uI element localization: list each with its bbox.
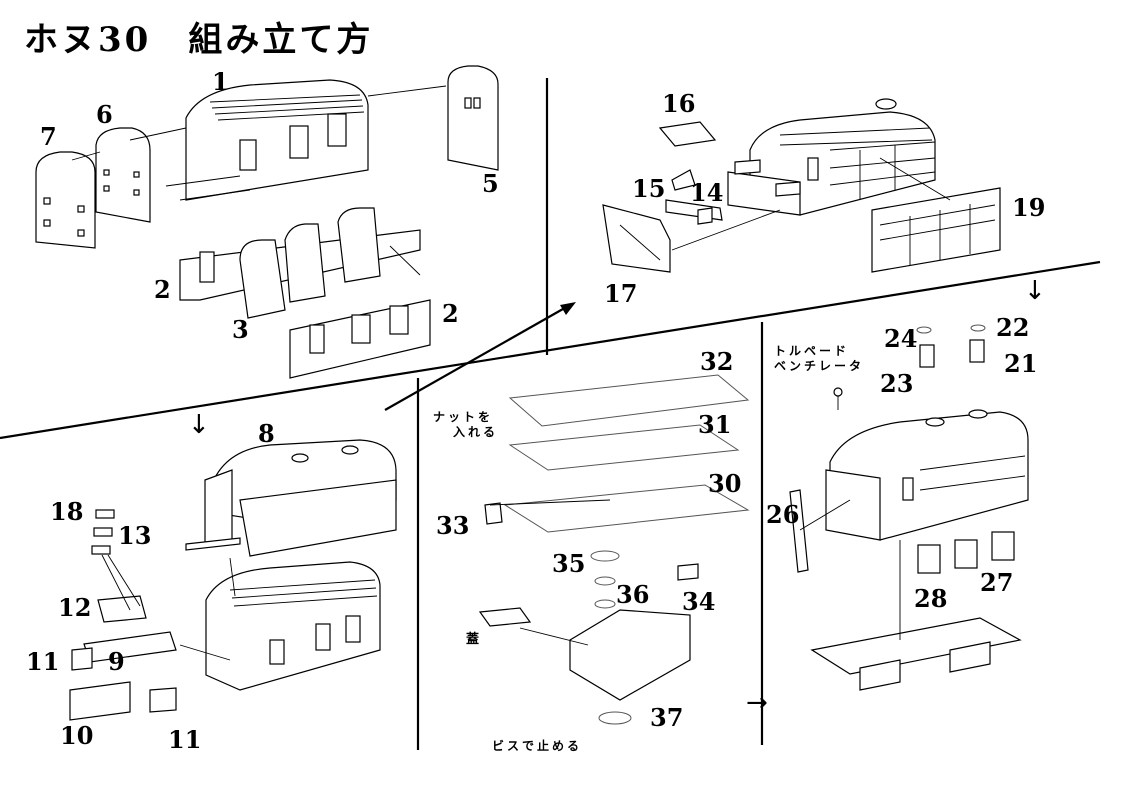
panel-1-body-parts	[35, 65, 499, 379]
label-10: 10	[60, 721, 94, 750]
label-30: 30	[708, 469, 742, 498]
underframe	[810, 617, 1022, 675]
note-torpedo-line-1: トルペード	[774, 344, 850, 358]
label-9: 9	[108, 647, 125, 676]
label-16: 16	[662, 89, 696, 118]
note-nut-line-1: ナットを	[433, 410, 494, 424]
label-23: 23	[880, 369, 914, 398]
torpedo-vent	[833, 387, 843, 397]
label-12: 12	[58, 593, 92, 622]
label-5: 5	[482, 169, 499, 198]
label-2-right: 2	[442, 299, 459, 328]
note-torpedo-ventilator: トルペード ベンチレータ	[774, 344, 864, 374]
arrow-head-diagonal	[560, 302, 576, 315]
part-3-window-c	[337, 207, 381, 283]
part-1-body-shell	[185, 79, 369, 201]
part-31-frame	[508, 424, 740, 471]
part-14	[697, 207, 713, 225]
part-32-floor	[508, 374, 750, 427]
label-11-left: 11	[26, 647, 60, 676]
panel-5-final	[789, 324, 1029, 691]
part-12	[97, 595, 147, 623]
part-10	[69, 681, 131, 721]
lid-plate	[478, 607, 532, 627]
label-8: 8	[258, 419, 275, 448]
label-14: 14	[690, 178, 724, 207]
label-32: 32	[700, 347, 734, 376]
note-lid: 蓋	[466, 632, 483, 647]
part-17-cab	[602, 204, 671, 273]
part-16-plate	[658, 121, 717, 147]
right-arrow-bottom: →	[746, 688, 768, 718]
label-34: 34	[682, 587, 716, 616]
label-11-right: 11	[168, 725, 202, 754]
note-insert-nut: ナットを 入れる	[433, 410, 498, 440]
label-2-left: 2	[154, 275, 171, 304]
part-6-end-wall	[95, 127, 151, 223]
label-19: 19	[1012, 193, 1046, 222]
label-13: 13	[118, 521, 152, 550]
panel-3-underframe	[69, 439, 397, 721]
part-5-end-wall	[447, 65, 499, 171]
part-21	[969, 339, 985, 363]
part-33	[484, 502, 503, 525]
part-9-frame	[83, 631, 177, 663]
label-35: 35	[552, 549, 586, 578]
label-24: 24	[884, 324, 918, 353]
part-23	[919, 344, 935, 368]
label-22: 22	[996, 313, 1030, 342]
panel-dividers	[0, 78, 1101, 750]
part-7-end-wall	[35, 151, 96, 249]
bogie	[569, 609, 691, 701]
note-torpedo-line-2: ベンチレータ	[774, 359, 865, 373]
down-arrow-left-panel: ↓	[188, 410, 210, 440]
label-15: 15	[632, 174, 666, 203]
label-6: 6	[96, 100, 113, 129]
part-30-frame	[503, 484, 750, 533]
label-27: 27	[980, 568, 1014, 597]
part-3-window-a	[239, 239, 286, 319]
note-nut-line-2: 入れる	[453, 425, 499, 439]
label-28: 28	[914, 584, 948, 613]
label-36: 36	[616, 580, 650, 609]
label-33: 33	[436, 511, 470, 540]
panel-2-end-detail	[602, 98, 1001, 273]
panel-4-chassis	[478, 374, 750, 725]
part-11-b	[149, 687, 177, 713]
label-18: 18	[50, 497, 84, 526]
label-17: 17	[604, 279, 638, 308]
label-3: 3	[232, 315, 249, 344]
label-31: 31	[698, 410, 732, 439]
part-11-a	[71, 647, 93, 671]
down-arrow-right-panel: ↓	[1024, 276, 1046, 306]
part-26-ladder	[789, 489, 809, 573]
label-26: 26	[766, 500, 800, 529]
diagram-title: ホヌ30 組み立て方	[24, 20, 374, 60]
part-3-window-b	[284, 223, 326, 303]
label-21: 21	[1004, 349, 1038, 378]
note-fix-with-screw: ビスで止める	[492, 739, 583, 753]
label-37: 37	[650, 703, 684, 732]
label-7: 7	[40, 122, 57, 151]
lower-body	[205, 561, 381, 691]
label-1: 1	[212, 67, 229, 96]
part-34	[677, 563, 699, 581]
